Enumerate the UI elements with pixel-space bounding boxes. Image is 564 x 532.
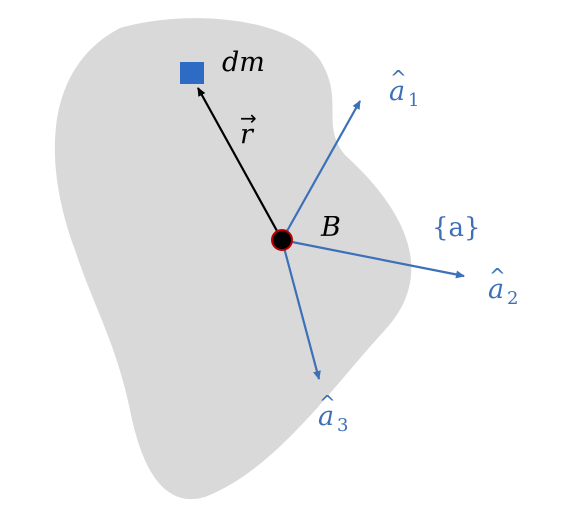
axis-a2-arrow bbox=[281, 238, 465, 279]
black-circle-icon bbox=[271, 229, 293, 251]
axis-a3-hat: ^ bbox=[319, 391, 336, 415]
axis-a3-base: a bbox=[318, 401, 334, 432]
position-vector-label: r bbox=[240, 119, 255, 150]
axis-a1-arrow bbox=[281, 100, 361, 241]
rigid-body-shape bbox=[54, 18, 412, 500]
axis-a1-label: a ^ 1 bbox=[389, 66, 419, 111]
position-vector-arrow bbox=[197, 87, 283, 241]
axis-a3-subscript: 3 bbox=[337, 415, 348, 436]
position-vector-overarrow: → bbox=[240, 106, 257, 130]
axis-a1-subscript: 1 bbox=[408, 90, 419, 111]
axis-a2-label: a ^ 2 bbox=[488, 264, 518, 309]
frame-label: {a} bbox=[432, 213, 481, 243]
mass-element-label: dm bbox=[222, 47, 265, 78]
axis-a2-base: a bbox=[488, 274, 504, 305]
axis-a3-arrow bbox=[280, 239, 321, 380]
point-label: B bbox=[320, 212, 341, 243]
blue-square-icon bbox=[180, 62, 204, 84]
axis-a3-label: a ^ 3 bbox=[318, 391, 348, 436]
axis-a2-subscript: 2 bbox=[507, 288, 518, 309]
axis-a1-base: a bbox=[389, 76, 405, 107]
axis-a1-hat: ^ bbox=[390, 66, 407, 90]
axis-a2-hat: ^ bbox=[489, 264, 506, 288]
